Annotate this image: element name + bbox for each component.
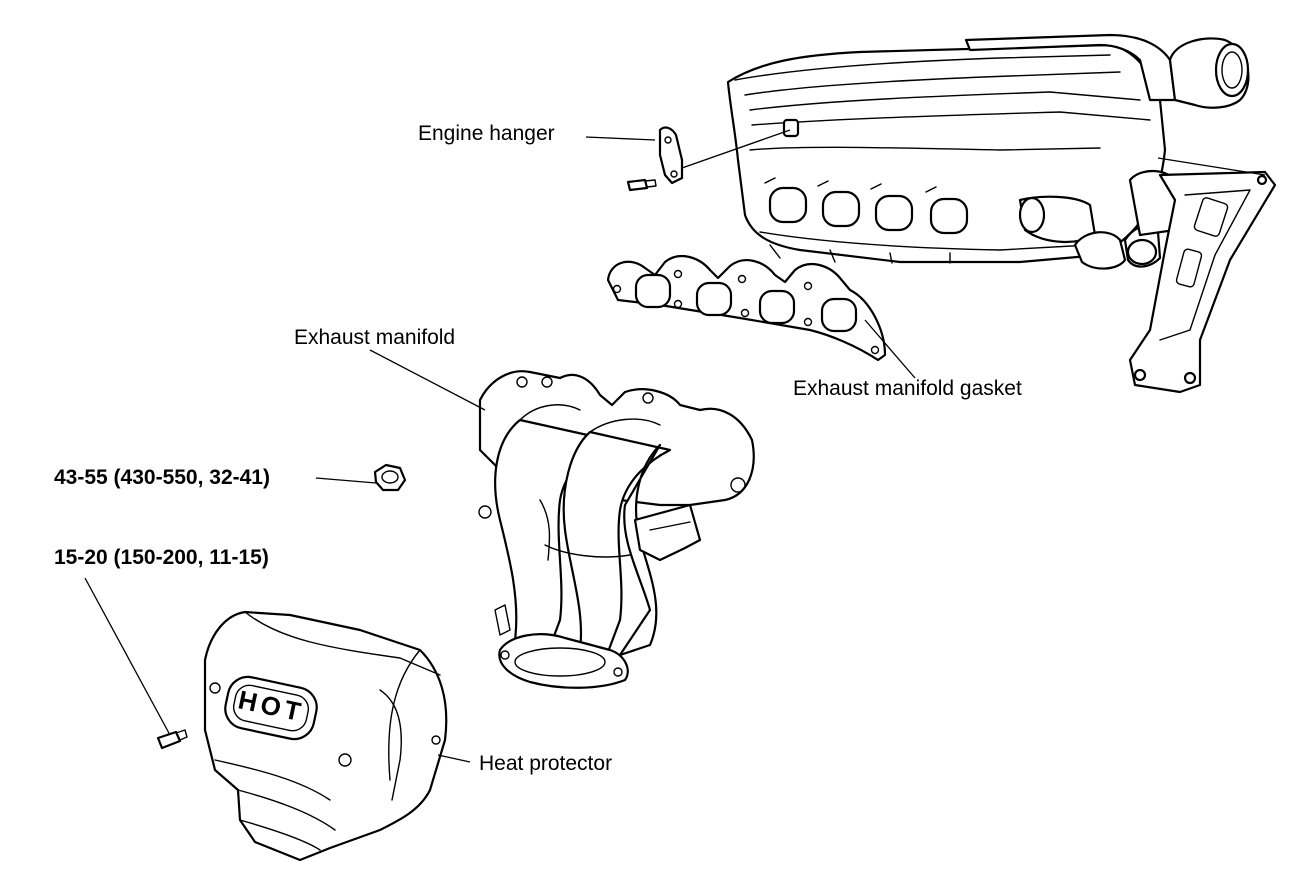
label-torque-bolt: 15-20 (150-200, 11-15) bbox=[54, 546, 269, 569]
head-exhaust-ports bbox=[764, 177, 969, 235]
manifold-nut bbox=[373, 463, 407, 492]
label-torque-nut: 43-55 (430-550, 32-41) bbox=[54, 466, 270, 489]
label-exhaust-manifold-gasket: Exhaust manifold gasket bbox=[793, 377, 1022, 400]
label-exhaust-manifold: Exhaust manifold bbox=[294, 326, 456, 349]
manifold-bracket bbox=[1128, 170, 1277, 394]
heat-protector-part bbox=[156, 610, 448, 862]
exhaust-manifold-part bbox=[478, 370, 755, 689]
label-heat-protector: Heat protector bbox=[479, 752, 613, 775]
cylinder-head bbox=[726, 33, 1250, 270]
engine-hanger-part bbox=[626, 118, 800, 192]
manifold-gasket-part bbox=[606, 254, 887, 362]
label-engine-hanger: Engine hanger bbox=[418, 122, 555, 145]
